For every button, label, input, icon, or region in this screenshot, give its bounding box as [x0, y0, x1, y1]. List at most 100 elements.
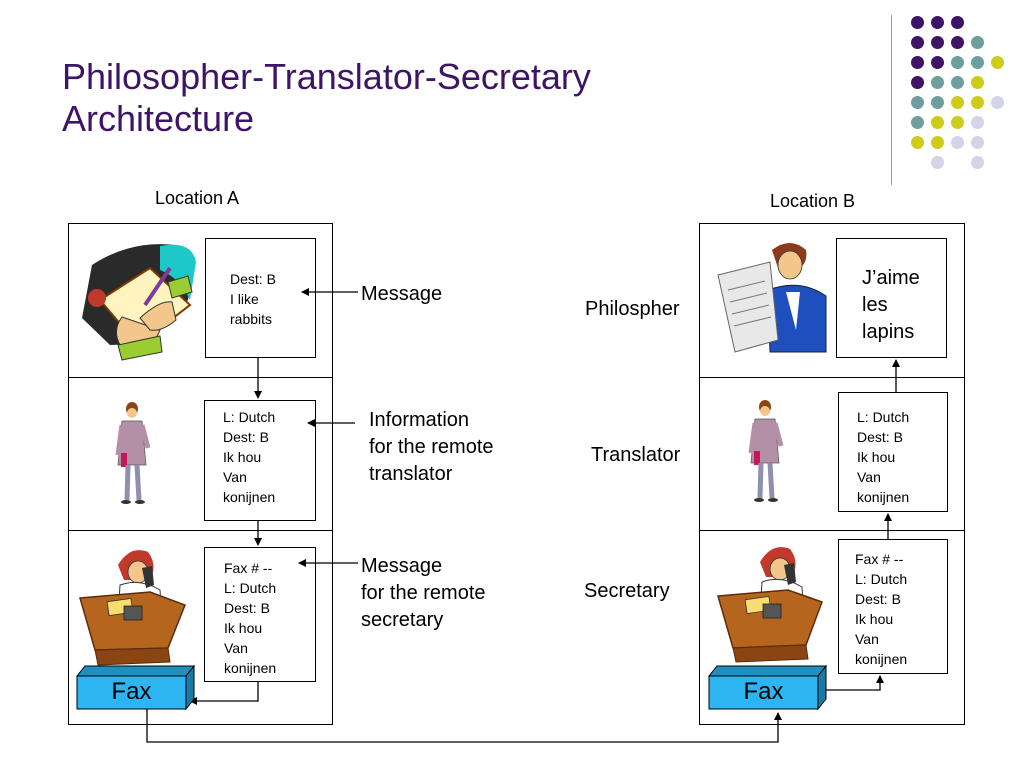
dot: [931, 116, 944, 129]
dot: [911, 76, 924, 89]
dot: [951, 16, 964, 29]
a-secretary-message-box: Fax # -- L: Dutch Dest: B Ik hou Van kon…: [204, 547, 316, 682]
dot: [971, 116, 984, 129]
reading-newspaper-icon: [717, 243, 827, 353]
message-line: Van: [855, 631, 879, 647]
dot: [971, 56, 984, 69]
message-line: Dest: B: [230, 271, 276, 287]
dot: [911, 16, 924, 29]
dot: [931, 56, 944, 69]
message-line: konijnen: [224, 660, 277, 676]
message-line: L: Dutch: [855, 571, 908, 587]
message-line: Dest: B: [223, 429, 269, 445]
message-line: L: Dutch: [224, 580, 277, 596]
fax-b-label: Fax: [743, 678, 784, 705]
message-line: I like: [230, 291, 259, 307]
b-secretary-message-box: Fax # -- L: Dutch Dest: B Ik hou Van kon…: [838, 539, 948, 674]
decorative-divider: [891, 15, 892, 185]
message-line: Dest: B: [224, 600, 270, 616]
message-line: L: Dutch: [857, 409, 910, 425]
dot: [991, 56, 1004, 69]
dot: [931, 136, 944, 149]
message-line: Ik hou: [223, 449, 262, 465]
message-line: Dest: B: [857, 429, 903, 445]
receptionist-phone-icon: [79, 550, 186, 666]
arrow-a-secretary-to-fax: [189, 682, 259, 705]
dot: [931, 36, 944, 49]
a-translator-message-box: L: Dutch Dest: B Ik hou Van konijnen: [204, 400, 316, 521]
woman-standing-icon: [748, 400, 784, 502]
dot: [911, 136, 924, 149]
annotation-message: Message: [361, 281, 442, 308]
dot: [971, 36, 984, 49]
message-line: Dest: B: [855, 591, 901, 607]
dot: [931, 76, 944, 89]
dot: [911, 36, 924, 49]
annotation-line: secretary: [361, 609, 444, 631]
woman-standing-icon: [115, 402, 151, 504]
fax-machine-icon: [75, 664, 196, 711]
location-a-divider: [68, 530, 333, 531]
arrow-fax-a-to-fax-b: [146, 709, 782, 743]
message-line: konijnen: [857, 489, 910, 505]
annotation-message-secretary: Message for the remote secretary: [361, 553, 486, 634]
message-line: konijnen: [855, 651, 908, 667]
location-a-divider: [68, 377, 333, 378]
fax-machine-icon: [707, 664, 828, 711]
location-b-divider: [699, 377, 965, 378]
annotation-line: for the remote: [369, 436, 494, 458]
page-title: Philosopher-Translator-Secretary Archite…: [62, 56, 591, 140]
annotation-line: Message: [361, 555, 443, 577]
message-line: les: [862, 294, 888, 316]
annotation-line: Information: [369, 409, 470, 431]
message-line: Ik hou: [855, 611, 894, 627]
message-line: rabbits: [230, 311, 273, 327]
arrow-b-fax-to-secretary: [818, 675, 884, 691]
message-line: lapins: [862, 321, 915, 343]
b-philosopher-message-box: J’aime les lapins: [836, 238, 947, 358]
receptionist-phone-icon: [717, 547, 823, 663]
b-translator-message-box: L: Dutch Dest: B Ik hou Van konijnen: [838, 392, 948, 512]
location-b-label: Location B: [770, 191, 856, 211]
role-secretary-label: Secretary: [584, 580, 670, 602]
message-line: Van: [857, 469, 881, 485]
role-translator-label: Translator: [591, 444, 681, 466]
dot: [911, 56, 924, 69]
dot: [931, 156, 944, 169]
fax-a-label: Fax: [111, 678, 152, 705]
message-line: Van: [224, 640, 248, 656]
dot: [931, 16, 944, 29]
dot: [971, 156, 984, 169]
dot: [991, 96, 1004, 109]
message-line: Fax # --: [855, 551, 904, 567]
message-line: konijnen: [223, 489, 276, 505]
dot: [951, 116, 964, 129]
message-line: L: Dutch: [223, 409, 276, 425]
message-line: Van: [223, 469, 247, 485]
message-line: Ik hou: [857, 449, 896, 465]
dot: [931, 96, 944, 109]
role-philosopher-label: Philospher: [585, 298, 680, 320]
annotation-info-translator: Information for the remote translator: [369, 407, 494, 488]
location-b-divider: [699, 530, 965, 531]
dot: [951, 76, 964, 89]
annotation-line: for the remote: [361, 582, 486, 604]
dot: [911, 116, 924, 129]
title-line-2: Architecture: [62, 98, 255, 139]
location-a-label: Location A: [155, 188, 240, 208]
a-philosopher-message-box: Dest: B I like rabbits: [205, 238, 316, 358]
dot: [971, 136, 984, 149]
annotation-line: Message: [361, 283, 443, 305]
title-line-1: Philosopher-Translator-Secretary: [62, 56, 591, 97]
dot: [971, 76, 984, 89]
dot: [951, 56, 964, 69]
annotation-line: translator: [369, 463, 453, 485]
dot: [951, 36, 964, 49]
message-line: Fax # --: [224, 560, 273, 576]
dot: [911, 96, 924, 109]
message-line: J’aime: [862, 267, 920, 289]
dot: [971, 96, 984, 109]
writing-hand-icon: [82, 244, 196, 361]
message-line: Ik hou: [224, 620, 263, 636]
